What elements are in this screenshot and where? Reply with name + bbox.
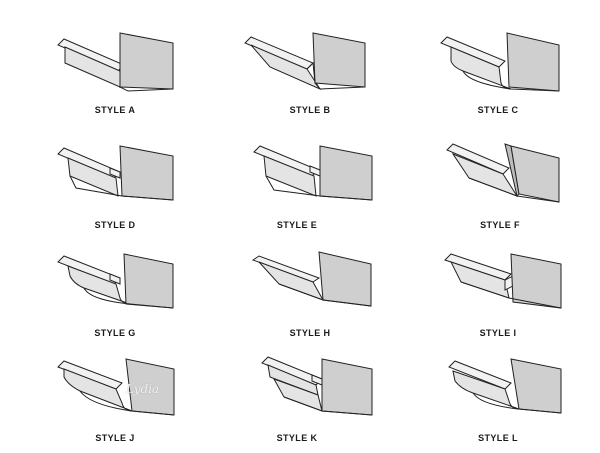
- style-j-gutter-drawing: [57, 358, 175, 416]
- style-a-label: STYLE A: [94, 105, 136, 115]
- style-h-label: STYLE H: [289, 328, 331, 338]
- style-e-gutter-drawing: [253, 145, 373, 201]
- style-c-label: STYLE C: [477, 105, 519, 115]
- style-h-gutter-drawing: [251, 251, 372, 307]
- style-b-cell: STYLE B: [235, 25, 385, 125]
- style-b-label: STYLE B: [289, 105, 331, 115]
- style-g-label: STYLE G: [94, 328, 136, 338]
- style-a-gutter-drawing: [57, 32, 174, 92]
- style-c-cell: STYLE C: [423, 25, 573, 125]
- style-e-label: STYLE E: [276, 220, 318, 230]
- style-g-gutter-drawing: [57, 253, 174, 309]
- style-k-gutter-drawing: [261, 356, 373, 416]
- style-k-label: STYLE K: [276, 433, 318, 443]
- style-d-gutter-drawing: [57, 145, 174, 201]
- style-i-label: STYLE I: [479, 328, 517, 338]
- style-f-gutter-drawing: [446, 143, 560, 203]
- style-i-gutter-drawing: [444, 253, 562, 309]
- style-c-gutter-drawing: [440, 32, 560, 92]
- style-a-cell: STYLE A: [40, 25, 190, 125]
- style-g-cell: STYLE G: [40, 248, 190, 348]
- style-f-cell: STYLE F: [425, 140, 575, 240]
- style-l-gutter-drawing: [448, 358, 562, 414]
- style-b-gutter-drawing: [244, 32, 366, 91]
- style-l-cell: STYLE L: [423, 353, 573, 453]
- style-d-label: STYLE D: [94, 220, 136, 230]
- style-j-label: STYLE J: [95, 433, 135, 443]
- style-l-label: STYLE L: [478, 433, 518, 443]
- style-h-cell: STYLE H: [235, 248, 385, 348]
- style-i-cell: STYLE I: [423, 248, 573, 348]
- watermark-text: Lydia: [126, 382, 160, 396]
- style-k-cell: STYLE K: [222, 353, 373, 453]
- style-j-cell: STYLE J: [40, 353, 190, 453]
- style-d-cell: STYLE D: [40, 140, 190, 240]
- style-f-label: STYLE F: [480, 220, 520, 230]
- style-e-cell: STYLE E: [222, 140, 373, 240]
